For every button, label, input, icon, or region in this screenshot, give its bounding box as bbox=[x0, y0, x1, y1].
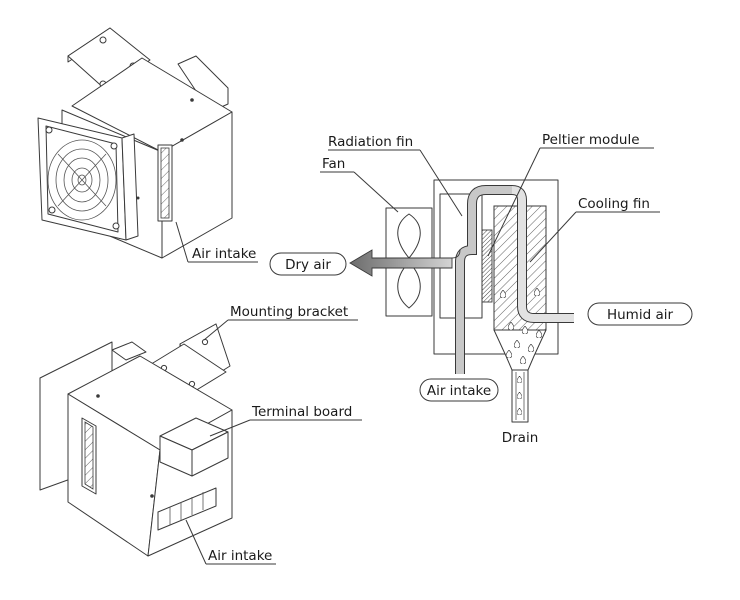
unit-bottom-illustration bbox=[39, 323, 233, 557]
terminal-board bbox=[159, 417, 229, 477]
schematic bbox=[349, 179, 574, 423]
fan-grille-icon bbox=[47, 139, 117, 221]
label-air-intake-schematic: Air intake bbox=[419, 378, 499, 402]
label-drain: Drain bbox=[502, 430, 539, 446]
drain-funnel bbox=[493, 329, 547, 423]
svg-text:Humid air: Humid air bbox=[607, 307, 673, 323]
svg-text:Air intake: Air intake bbox=[208, 548, 272, 564]
top-fan-frame bbox=[37, 117, 139, 241]
label-peltier-module: Peltier module bbox=[487, 132, 654, 257]
label-air-intake-top: Air intake bbox=[175, 221, 258, 263]
svg-text:Fan: Fan bbox=[322, 156, 345, 172]
peltier-module bbox=[481, 229, 493, 303]
svg-text:Radiation fin: Radiation fin bbox=[328, 134, 413, 150]
svg-text:Air intake: Air intake bbox=[427, 383, 491, 399]
bottom-front-louver bbox=[157, 487, 217, 531]
svg-text:Peltier module: Peltier module bbox=[542, 132, 640, 148]
svg-text:Cooling fin: Cooling fin bbox=[578, 196, 650, 212]
svg-text:Terminal board: Terminal board bbox=[251, 404, 352, 420]
label-mounting-bracket: Mounting bracket bbox=[203, 304, 358, 341]
unit-top-illustration bbox=[37, 27, 233, 259]
svg-text:Dry air: Dry air bbox=[285, 257, 331, 273]
label-cooling-fin: Cooling fin bbox=[529, 196, 660, 263]
bottom-left-louver bbox=[81, 417, 97, 495]
svg-text:Air intake: Air intake bbox=[192, 246, 256, 262]
label-radiation-fin: Radiation fin bbox=[328, 134, 463, 217]
svg-text:Mounting bracket: Mounting bracket bbox=[230, 304, 348, 320]
label-terminal-board: Terminal board bbox=[209, 404, 362, 437]
label-fan: Fan bbox=[320, 156, 399, 213]
svg-text:Drain: Drain bbox=[502, 430, 539, 446]
label-dry-air: Dry air bbox=[269, 252, 347, 276]
dry-air-arrow bbox=[349, 249, 461, 277]
top-air-intake-louver bbox=[157, 144, 173, 222]
air-path bbox=[455, 185, 574, 374]
label-humid-air: Humid air bbox=[587, 302, 693, 326]
label-air-intake-bottom: Air intake bbox=[185, 519, 276, 565]
